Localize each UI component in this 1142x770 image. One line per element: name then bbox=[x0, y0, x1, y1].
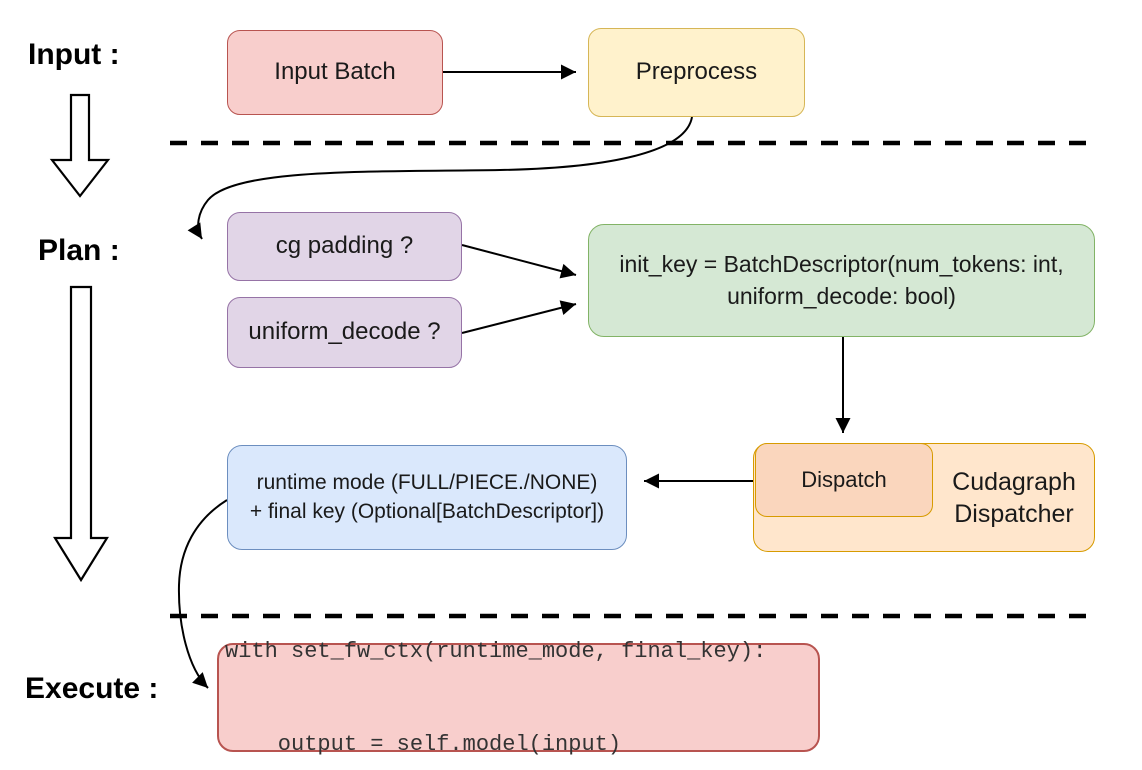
node-dispatch-label: Dispatch bbox=[801, 467, 887, 493]
node-runtime-mode-line1: runtime mode (FULL/PIECE./NONE) bbox=[256, 471, 598, 495]
connector-runtime-mode-to-execute-code bbox=[177, 499, 228, 689]
node-init-key-line2: uniform_decode: bool) bbox=[727, 282, 956, 309]
cudagraph-label-line1: Cudagraph bbox=[952, 468, 1076, 496]
stage-label-input: Input : bbox=[28, 38, 120, 71]
connector-preprocess-to-cg-padding bbox=[187, 116, 693, 240]
node-preprocess-label: Preprocess bbox=[635, 58, 758, 86]
down-arrow-input-plan-icon bbox=[49, 93, 111, 198]
node-runtime-mode: runtime mode (FULL/PIECE./NONE) + final … bbox=[227, 445, 627, 550]
stage-label-plan: Plan : bbox=[38, 234, 120, 267]
execute-code-line1: with set_fw_ctx(runtime_mode, final_key)… bbox=[225, 638, 767, 664]
stage-label-execute: Execute : bbox=[25, 672, 159, 705]
cudagraph-label-line2: Dispatcher bbox=[954, 500, 1074, 528]
node-cg-padding-label: cg padding ? bbox=[275, 232, 414, 260]
node-cudagraph-dispatcher-label: Cudagraph Dispatcher bbox=[933, 466, 1095, 530]
node-runtime-mode-line2: + final key (Optional[BatchDescriptor]) bbox=[249, 499, 605, 523]
node-init-key: init_key = BatchDescriptor(num_tokens: i… bbox=[588, 224, 1095, 337]
down-arrow-plan-execute-icon bbox=[53, 285, 109, 583]
node-input-batch-label: Input Batch bbox=[274, 58, 396, 86]
node-dispatch: Dispatch bbox=[755, 443, 933, 517]
connector-uniform-decode-to-init-key bbox=[461, 300, 577, 334]
node-cg-padding: cg padding ? bbox=[227, 212, 462, 281]
connector-cg-padding-to-init-key bbox=[461, 244, 577, 279]
execute-code-line2: output = self.model(input) bbox=[225, 731, 622, 757]
node-preprocess: Preprocess bbox=[588, 28, 805, 117]
node-init-key-line1: init_key = BatchDescriptor(num_tokens: i… bbox=[619, 251, 1064, 278]
node-input-batch: Input Batch bbox=[227, 30, 443, 115]
node-uniform-decode: uniform_decode ? bbox=[227, 297, 462, 368]
execute-code-block: with set_fw_ctx(runtime_mode, final_key)… bbox=[219, 574, 766, 770]
node-execute-code: with set_fw_ctx(runtime_mode, final_key)… bbox=[217, 639, 820, 757]
node-uniform-decode-label: uniform_decode ? bbox=[248, 318, 441, 346]
